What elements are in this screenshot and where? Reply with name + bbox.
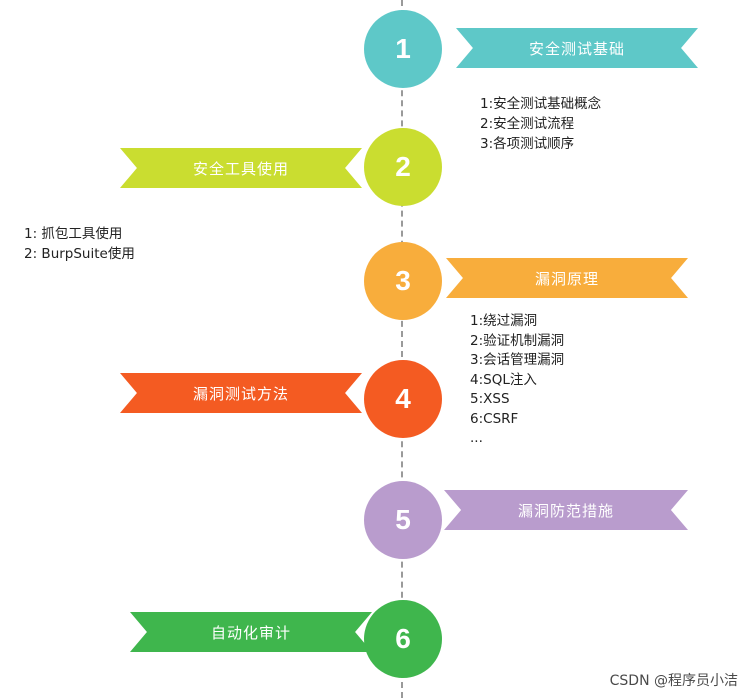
step-6-circle: 6 (364, 600, 442, 678)
step-4-number: 4 (395, 383, 411, 414)
step-3-label: 漏洞原理 (534, 269, 599, 288)
detail-item: 4:SQL注入 (470, 371, 537, 388)
step-5-ribbon: 漏洞防范措施 (444, 490, 688, 530)
step-3-details: 1:绕过漏洞 2:验证机制漏洞 3:会话管理漏洞 4:SQL注入 5:XSS 6… (470, 312, 564, 449)
step-1-label: 安全测试基础 (528, 39, 625, 58)
step-6-ribbon: 自动化审计 (130, 612, 372, 652)
step-3-ribbon: 漏洞原理 (446, 258, 688, 298)
step-4-circle: 4 (364, 360, 442, 438)
detail-item: 2:验证机制漏洞 (470, 332, 565, 349)
detail-item: 3:各项测试顺序 (480, 136, 575, 152)
detail-item: 1: 抓包工具使用 (24, 226, 123, 242)
detail-item: ... (470, 430, 483, 446)
step-2-details: 1: 抓包工具使用 2: BurpSuite使用 (24, 224, 135, 264)
watermark: CSDN @程序员小洁 (609, 673, 738, 689)
step-1-details: 1:安全测试基础概念 2:安全测试流程 3:各项测试顺序 (480, 94, 601, 154)
detail-item: 2: BurpSuite使用 (24, 246, 135, 262)
step-4-label: 漏洞测试方法 (192, 384, 289, 403)
step-2-ribbon: 安全工具使用 (120, 148, 362, 188)
step-5-number: 5 (395, 504, 411, 535)
timeline-dashed-line (401, 0, 403, 698)
step-2-label: 安全工具使用 (192, 159, 289, 178)
step-1-number: 1 (395, 33, 411, 64)
detail-item: 1:安全测试基础概念 (480, 96, 602, 112)
step-6-number: 6 (395, 623, 411, 654)
detail-item: 5:XSS (470, 391, 510, 407)
detail-item: 3:会话管理漏洞 (470, 352, 565, 368)
step-5-label: 漏洞防范措施 (517, 501, 614, 520)
step-1-ribbon: 安全测试基础 (456, 28, 698, 68)
step-2-number: 2 (395, 151, 411, 182)
step-4-ribbon: 漏洞测试方法 (120, 373, 362, 413)
step-2-circle: 2 (364, 128, 442, 206)
detail-item: 1:绕过漏洞 (470, 313, 538, 329)
detail-item: 6:CSRF (470, 410, 519, 427)
step-5-circle: 5 (364, 481, 442, 559)
detail-item: 2:安全测试流程 (480, 116, 575, 132)
step-6-label: 自动化审计 (210, 623, 291, 642)
step-3-circle: 3 (364, 242, 442, 320)
step-1-circle: 1 (364, 10, 442, 88)
step-3-number: 3 (395, 265, 411, 296)
